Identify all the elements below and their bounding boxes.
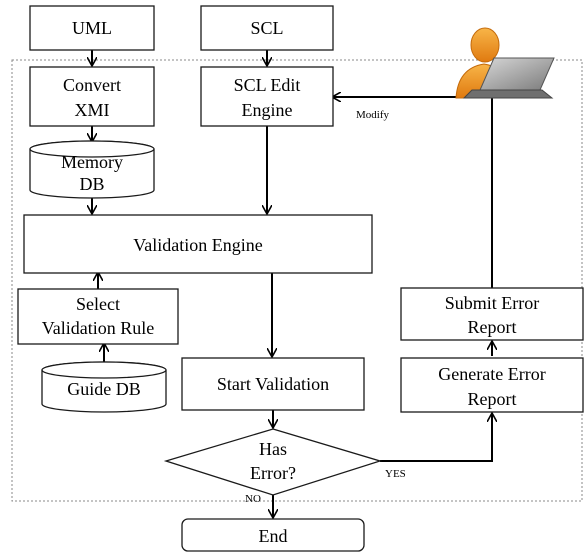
user-laptop-icon	[455, 27, 555, 99]
svg-text:Has: Has	[259, 439, 287, 459]
node-scl-edit-engine: SCL Edit Engine	[200, 66, 334, 127]
svg-text:Memory: Memory	[61, 152, 123, 172]
svg-text:XMI: XMI	[75, 100, 110, 120]
svg-text:End: End	[259, 526, 288, 546]
node-scl: SCL	[200, 5, 334, 51]
node-uml: UML	[29, 5, 155, 51]
svg-text:Validation Engine: Validation Engine	[133, 235, 262, 255]
person-head	[470, 27, 500, 63]
svg-text:Generate Error: Generate Error	[438, 364, 545, 384]
svg-text:Submit Error: Submit Error	[445, 293, 540, 313]
svg-text:Convert: Convert	[63, 75, 121, 95]
svg-text:Select: Select	[76, 294, 120, 314]
svg-text:Guide DB: Guide DB	[67, 379, 141, 399]
node-has-error-decision: Has Error?	[163, 428, 383, 496]
node-end: End	[181, 518, 365, 552]
svg-text:SCL Edit: SCL Edit	[234, 75, 301, 95]
node-select-validation-rule: Select Validation Rule	[17, 288, 179, 345]
svg-text:DB: DB	[79, 174, 104, 194]
svg-text:Validation Rule: Validation Rule	[42, 318, 154, 338]
svg-text:Engine: Engine	[242, 100, 293, 120]
node-submit-error-report: Submit Error Report	[400, 287, 584, 341]
svg-text:SCL: SCL	[250, 18, 283, 38]
svg-text:Report: Report	[468, 389, 517, 409]
svg-text:Error?: Error?	[250, 463, 296, 483]
node-convert-xmi: Convert XMI	[29, 66, 155, 127]
label-no: NO	[245, 493, 261, 505]
label-yes: YES	[385, 468, 406, 480]
node-validation-engine: Validation Engine	[23, 214, 373, 274]
node-start-validation: Start Validation	[181, 357, 365, 411]
label-modify: Modify	[356, 109, 390, 121]
node-generate-error-report: Generate Error Report	[400, 357, 584, 413]
node-guide-db: Guide DB	[41, 361, 167, 413]
system-boundary	[11, 59, 583, 502]
svg-text:Start Validation: Start Validation	[217, 374, 329, 394]
svg-text:UML: UML	[72, 18, 112, 38]
laptop-base	[462, 89, 554, 99]
svg-text:Report: Report	[468, 317, 517, 337]
node-memory-db: Memory DB	[29, 140, 155, 199]
edge-decision-generate	[380, 414, 492, 462]
laptop-screen	[479, 57, 555, 91]
